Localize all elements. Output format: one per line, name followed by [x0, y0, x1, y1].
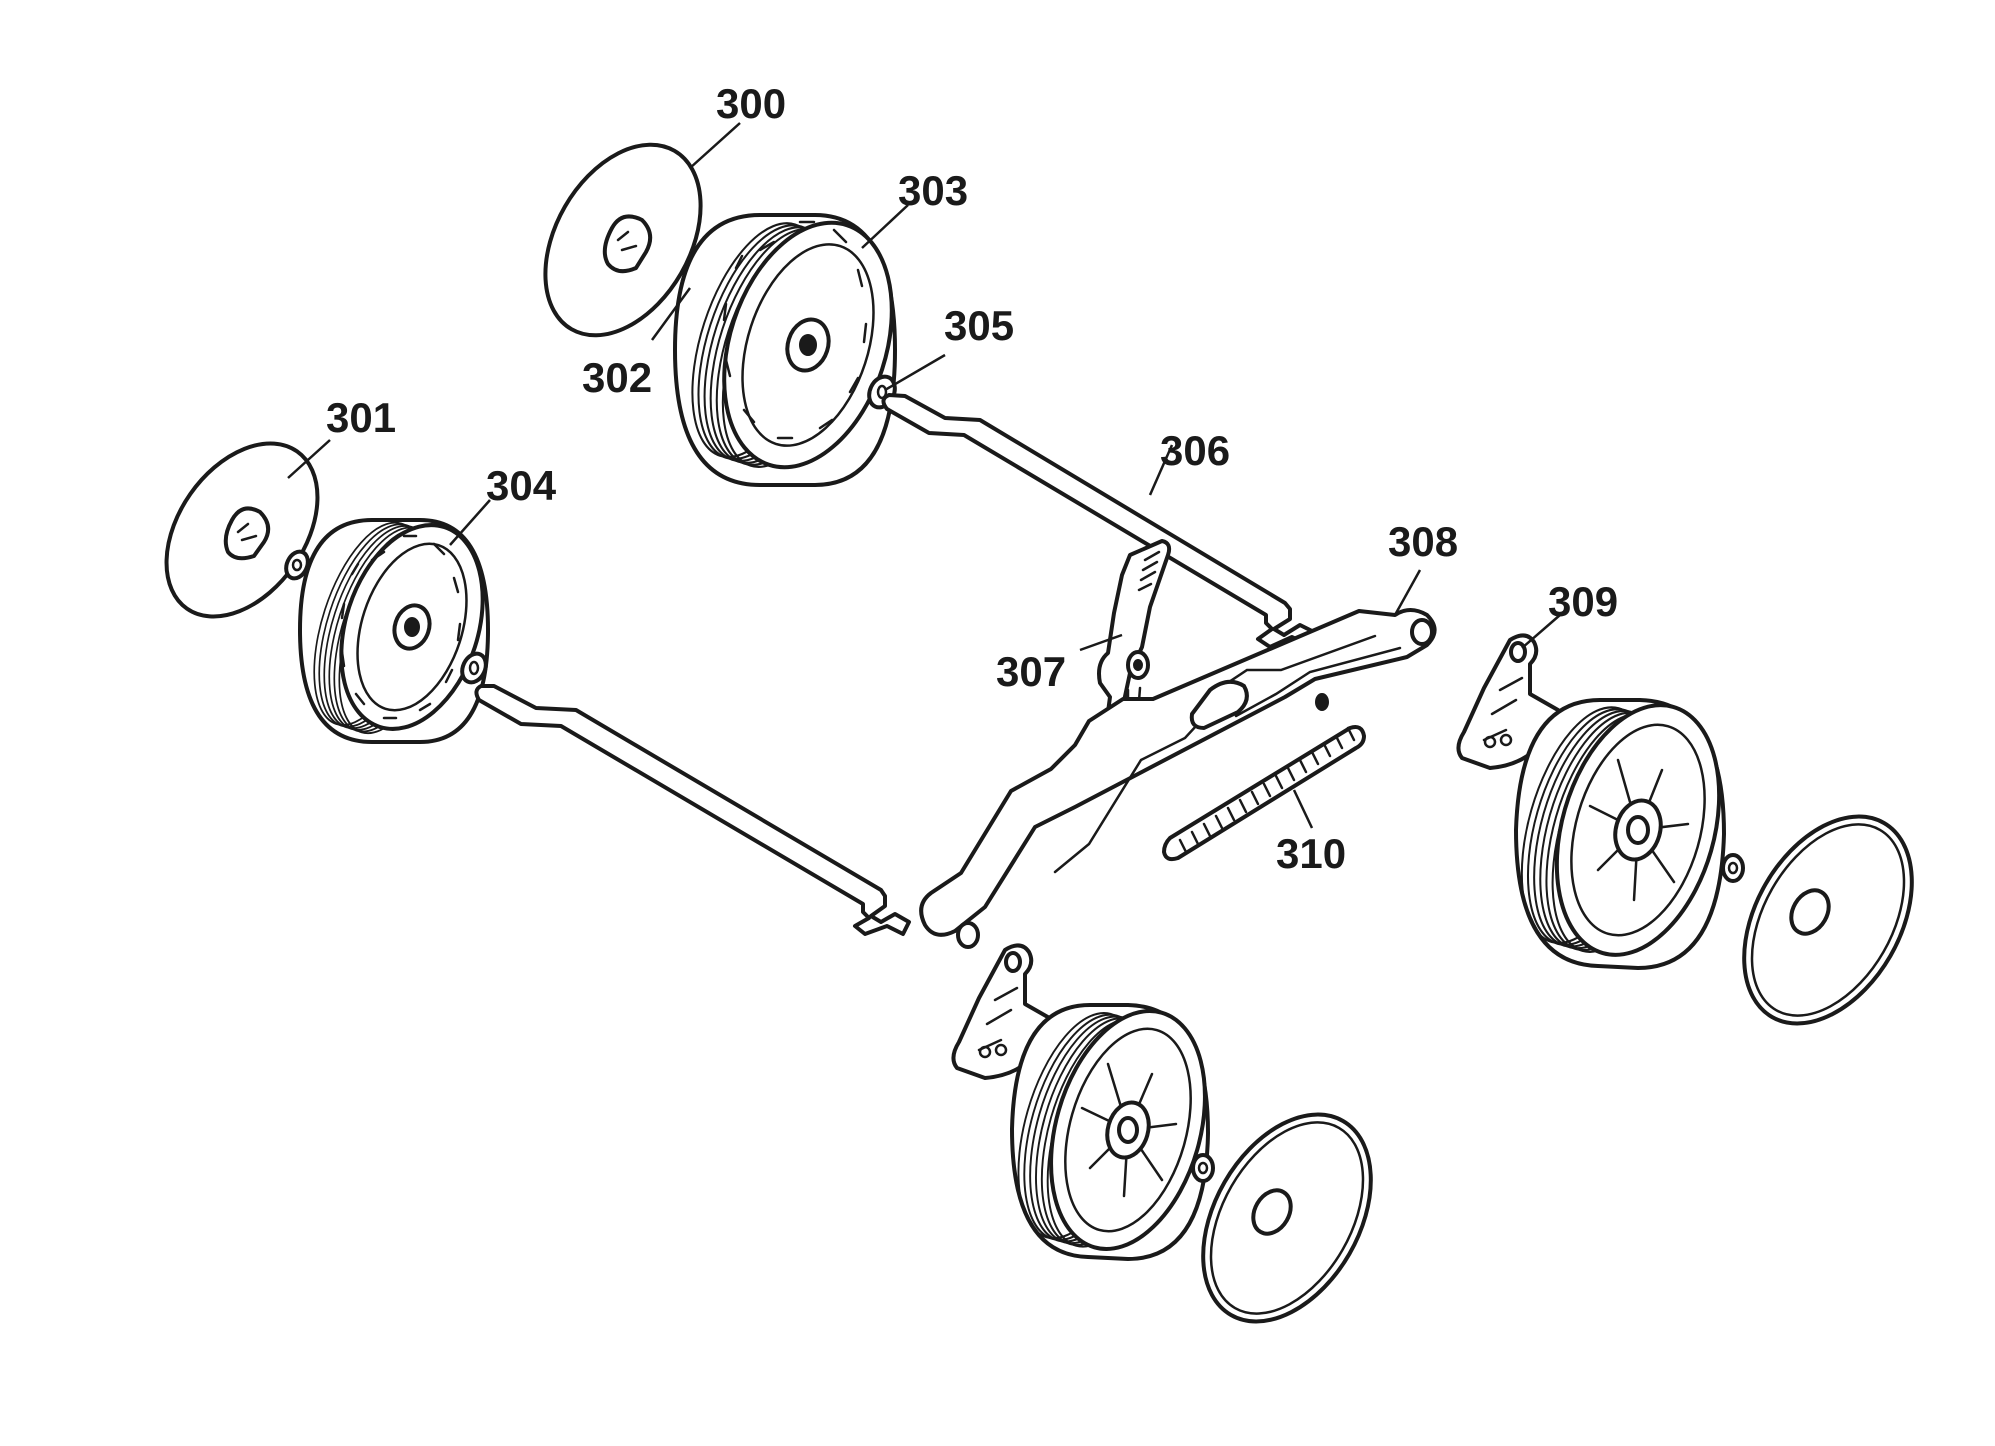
label-304: 304	[486, 462, 557, 509]
axle-lower-left	[474, 684, 911, 936]
spring-310	[1162, 725, 1366, 862]
label-300: 300	[716, 80, 786, 127]
leader-304	[449, 499, 491, 546]
label-301: 301	[326, 394, 396, 441]
leader-lines	[287, 122, 1561, 829]
front-frame-308	[919, 608, 1437, 949]
label-303: 303	[898, 167, 968, 214]
leader-308	[1393, 569, 1422, 616]
rear-wheel-304	[291, 508, 490, 748]
label-306: 306	[1160, 427, 1230, 474]
label-302: 302	[582, 354, 652, 401]
leader-307	[1079, 633, 1123, 652]
leader-301	[287, 439, 331, 479]
leader-303	[861, 204, 909, 249]
front-lower-wheel	[994, 998, 1210, 1262]
leader-309	[1521, 614, 1561, 649]
hubcap-front-lower	[1201, 1112, 1373, 1324]
axle-306	[881, 393, 1318, 649]
nut-front-right	[1721, 853, 1745, 883]
label-308: 308	[1388, 518, 1458, 565]
hubcap-300	[543, 142, 703, 338]
leader-305	[884, 353, 946, 392]
leader-306	[1148, 444, 1174, 496]
nut-front-lower	[1191, 1153, 1215, 1183]
label-305: 305	[944, 302, 1014, 349]
label-307: 307	[996, 648, 1066, 695]
label-309: 309	[1548, 578, 1618, 625]
label-310: 310	[1276, 830, 1346, 877]
part-labels: 300 303 305 302 301 304 306 308 309 307 …	[326, 80, 1618, 877]
hubcap-301	[164, 441, 320, 619]
height-adjuster-307	[1097, 539, 1172, 737]
leader-300	[689, 122, 741, 169]
hubcap-front-right	[1742, 814, 1914, 1026]
leader-302	[650, 287, 692, 341]
washer-lower-left-2	[460, 651, 488, 685]
leader-310	[1292, 789, 1314, 829]
front-right-wheel	[1496, 691, 1726, 970]
rear-wheel-303	[665, 206, 897, 487]
